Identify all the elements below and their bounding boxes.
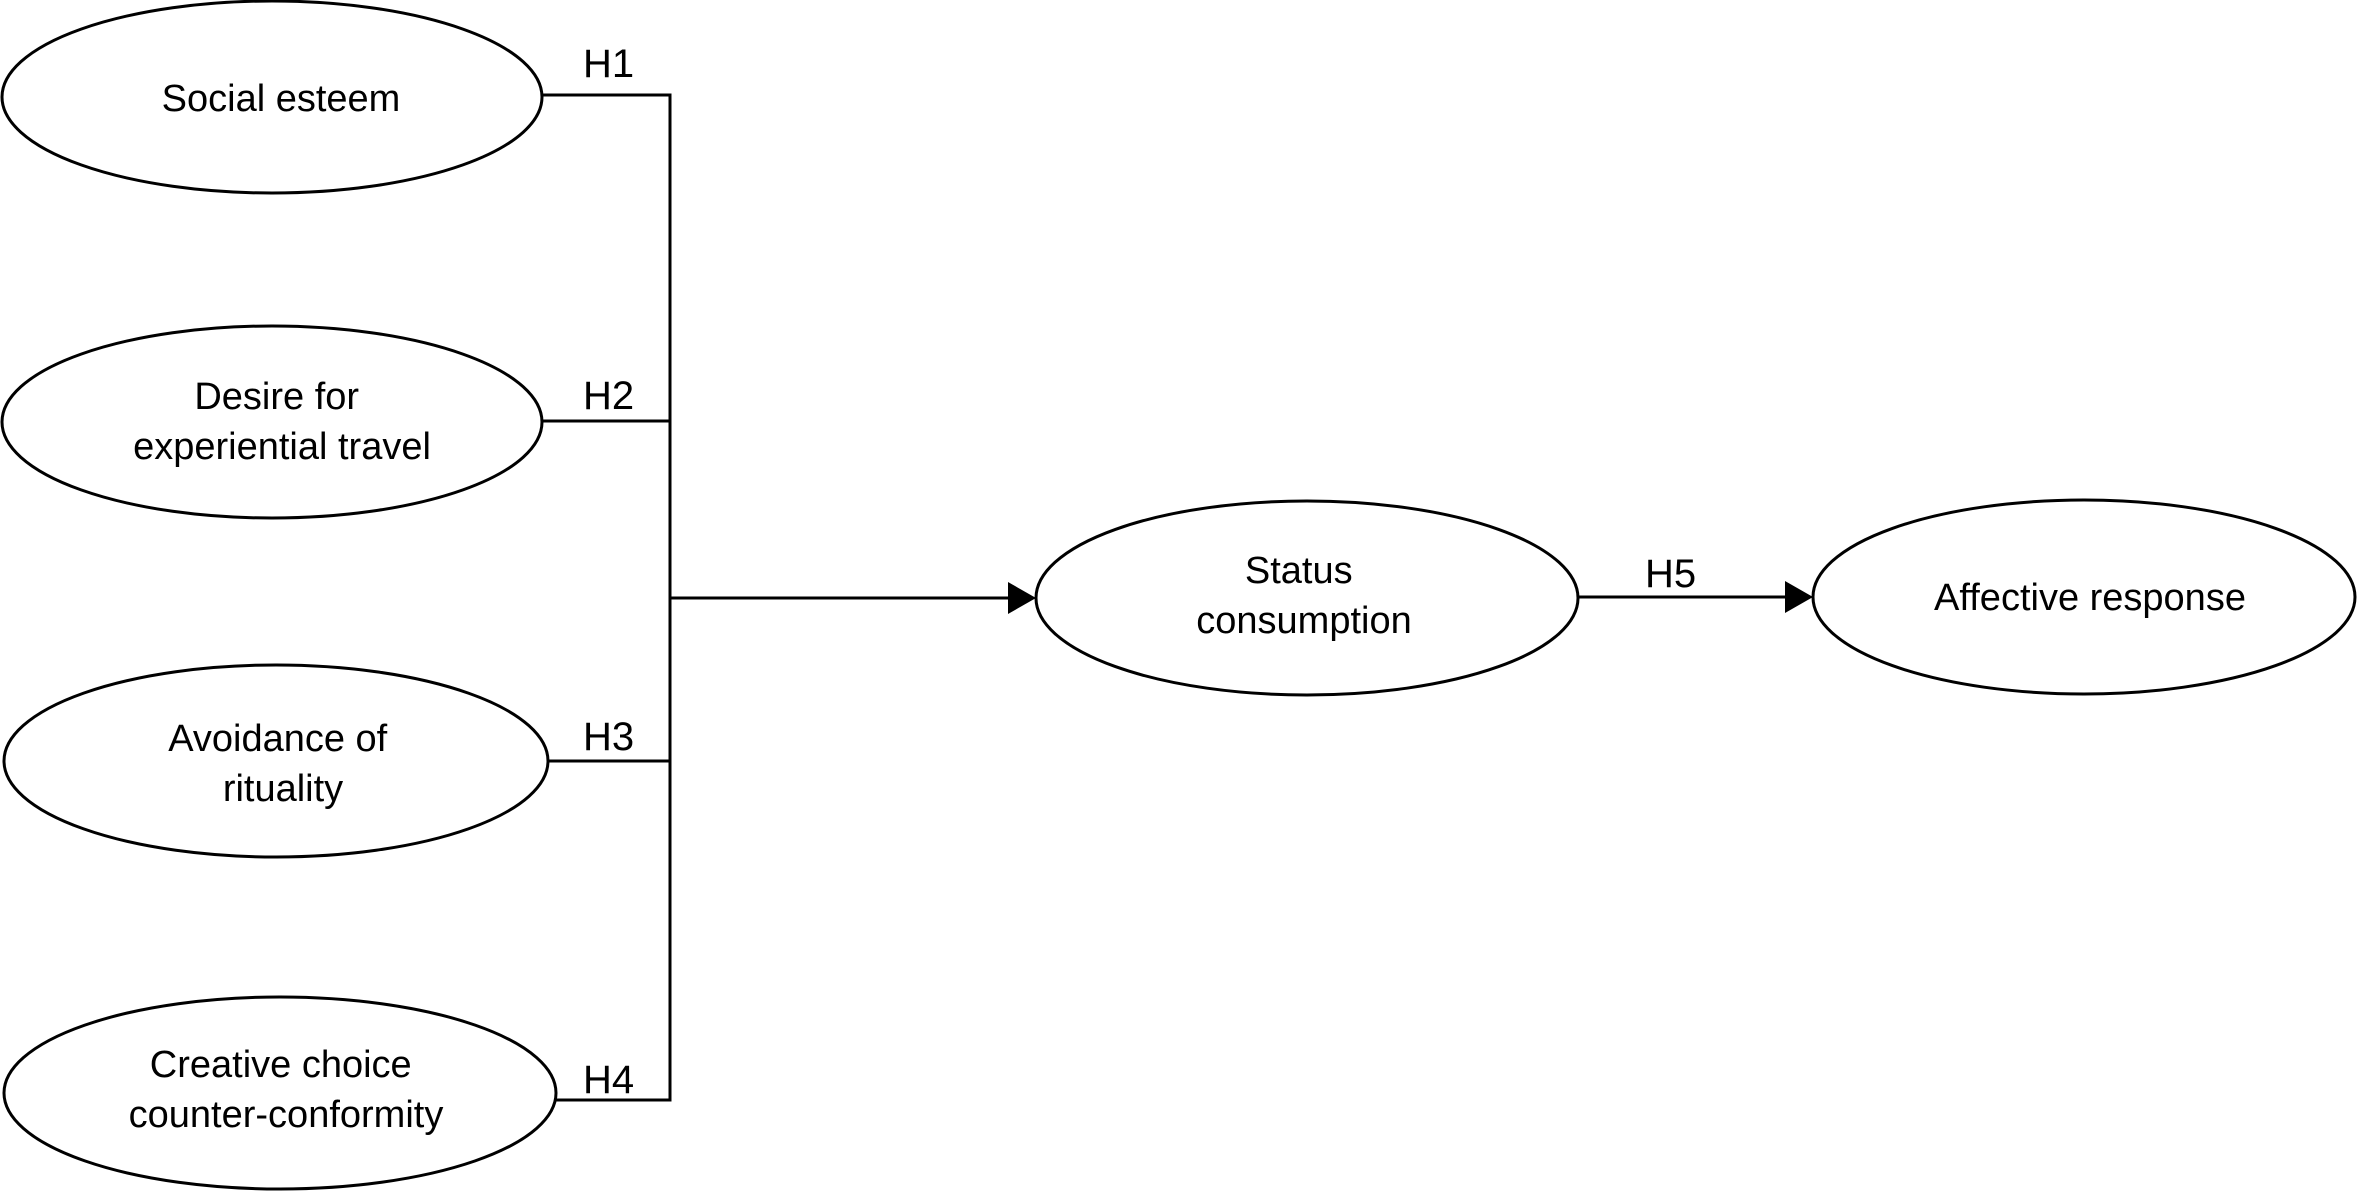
node-status-consumption: Status consumption [1034, 499, 1580, 697]
node-desire-travel-line-2: experiential travel [133, 426, 431, 468]
arrowhead-affective-response [1785, 581, 1813, 613]
node-status-consumption-line-1: Status [1245, 550, 1353, 592]
node-social-esteem: Social esteem [0, 0, 544, 195]
node-avoidance-rituality-label: Avoidance of rituality [168, 718, 398, 810]
node-creative-choice-label: Creative choice counter-conformity [129, 1044, 444, 1136]
node-desire-travel: Desire for experiential travel [0, 324, 544, 520]
hypothesis-label-h5: H5 [1645, 552, 1696, 596]
node-avoidance-rituality: Avoidance of rituality [2, 663, 550, 859]
node-affective-response-line-1: Affective response [1934, 577, 2246, 619]
node-status-consumption-label: Status consumption [1196, 550, 1411, 642]
hypothesis-label-h1: H1 [583, 42, 634, 86]
node-affective-response: Affective response [1811, 498, 2357, 696]
node-avoidance-rituality-ellipse [2, 663, 550, 859]
node-affective-response-ellipse [1811, 498, 2357, 696]
hypothesis-label-h3: H3 [583, 715, 634, 759]
arrowhead-status-consumption [1008, 582, 1036, 614]
node-status-consumption-line-2: consumption [1196, 600, 1411, 642]
node-social-esteem-ellipse [0, 0, 544, 195]
node-desire-travel-label: Desire for experiential travel [133, 376, 431, 468]
hypothesis-labels: H1 H2 H3 H4 H5 [583, 42, 1696, 1102]
node-desire-travel-ellipse [0, 324, 544, 520]
node-social-esteem-label: Social esteem [162, 78, 401, 120]
node-creative-choice: Creative choice counter-conformity [2, 995, 558, 1191]
hypothesis-label-h2: H2 [583, 374, 634, 418]
node-social-esteem-line-1: Social esteem [162, 78, 401, 120]
connectors [542, 93, 1813, 1102]
node-creative-choice-line-2: counter-conformity [129, 1094, 444, 1136]
node-status-consumption-ellipse [1034, 499, 1580, 697]
node-avoidance-rituality-line-1: Avoidance of [168, 718, 387, 760]
hypothesis-label-h4: H4 [583, 1058, 634, 1102]
node-affective-response-label: Affective response [1934, 577, 2246, 619]
node-avoidance-rituality-line-2: rituality [223, 768, 343, 810]
node-creative-choice-line-1: Creative choice [150, 1044, 412, 1086]
node-creative-choice-ellipse [2, 995, 558, 1191]
node-desire-travel-line-1: Desire for [194, 376, 359, 418]
